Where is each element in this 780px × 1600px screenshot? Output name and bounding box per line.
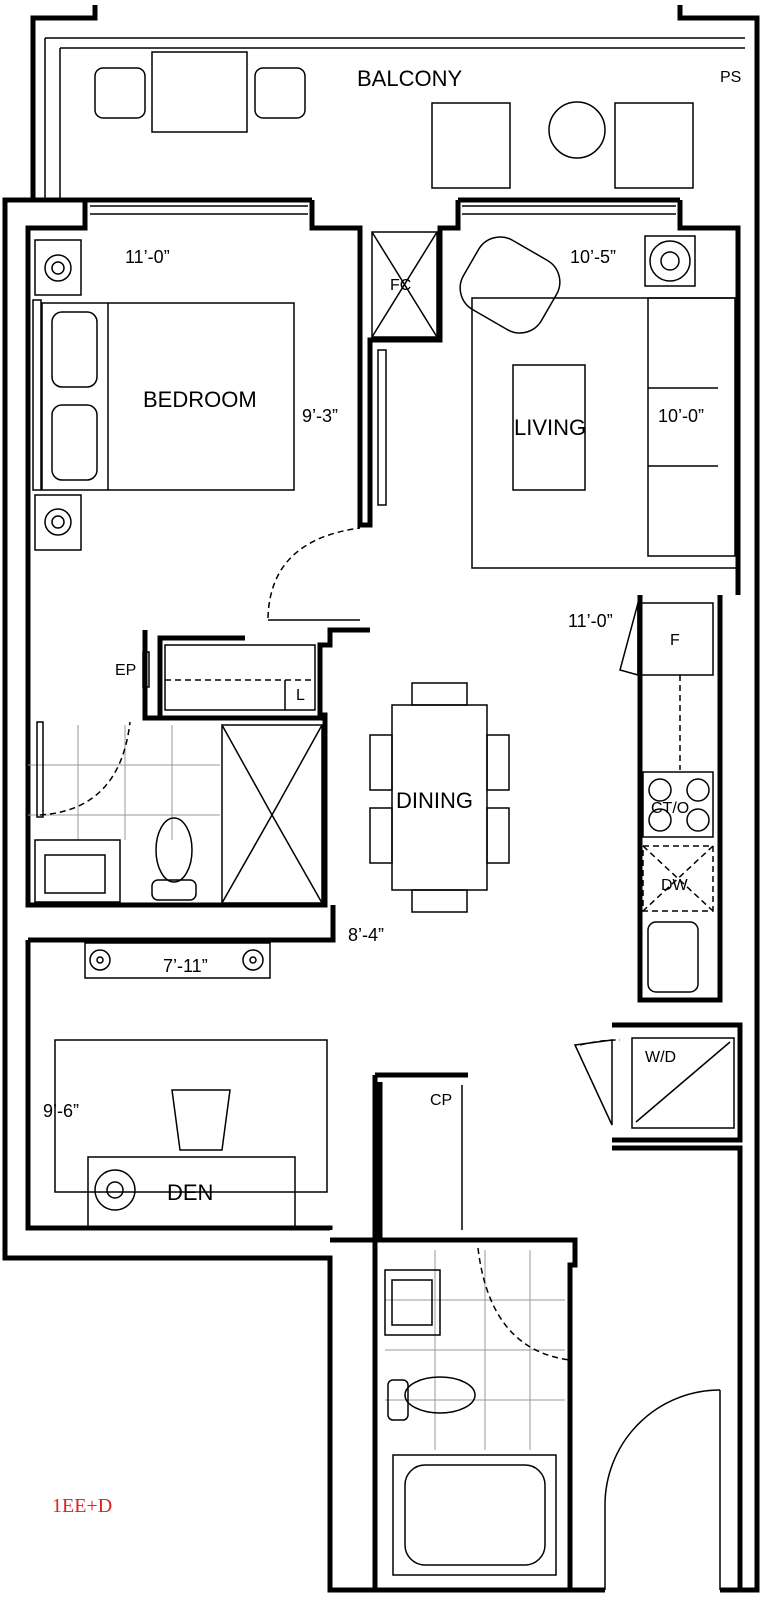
den-label: DEN	[167, 1180, 213, 1205]
bathroom-main	[384, 1247, 721, 1590]
dining-table	[369, 682, 510, 913]
bedroom-depth-dim: 9’-3”	[302, 406, 338, 426]
kitchen	[573, 602, 735, 1129]
dining-label: DINING	[396, 788, 473, 813]
unit-code: 1EE+D	[52, 1495, 112, 1517]
bedroom-label: BEDROOM	[143, 387, 257, 412]
balcony	[30, 5, 760, 200]
dining-width-dim: 11’-0”	[568, 611, 613, 631]
bathroom-ensuite	[28, 644, 323, 904]
den-depth-dim: 9’-6”	[43, 1101, 79, 1121]
dishwasher-label: DW	[661, 877, 689, 894]
balcony-label: BALCONY	[357, 66, 462, 91]
ep-label: EP	[115, 662, 136, 679]
living-label: LIVING	[514, 415, 586, 440]
den-furniture	[54, 942, 463, 1230]
linen-label: L	[296, 687, 305, 704]
fc-label: FC	[390, 277, 411, 294]
fridge-label: F	[670, 632, 680, 649]
den-width-dim: 7’-11”	[163, 956, 208, 976]
walls	[2, 197, 760, 1593]
bedroom-width-dim: 11’-0”	[125, 247, 170, 267]
living-width-dim: 10’-5”	[570, 247, 616, 267]
windows	[90, 205, 676, 215]
cooktop-oven-label: CT/O	[651, 800, 689, 817]
bedroom-furniture	[32, 231, 438, 621]
living-depth-dim: 10’-0”	[658, 406, 704, 426]
closet-label: CP	[430, 1092, 452, 1109]
ps-label: PS	[720, 69, 741, 86]
washer-dryer-label: W/D	[645, 1049, 676, 1066]
living-furniture	[459, 235, 738, 569]
dining-depth-dim: 8’-4”	[348, 925, 384, 945]
